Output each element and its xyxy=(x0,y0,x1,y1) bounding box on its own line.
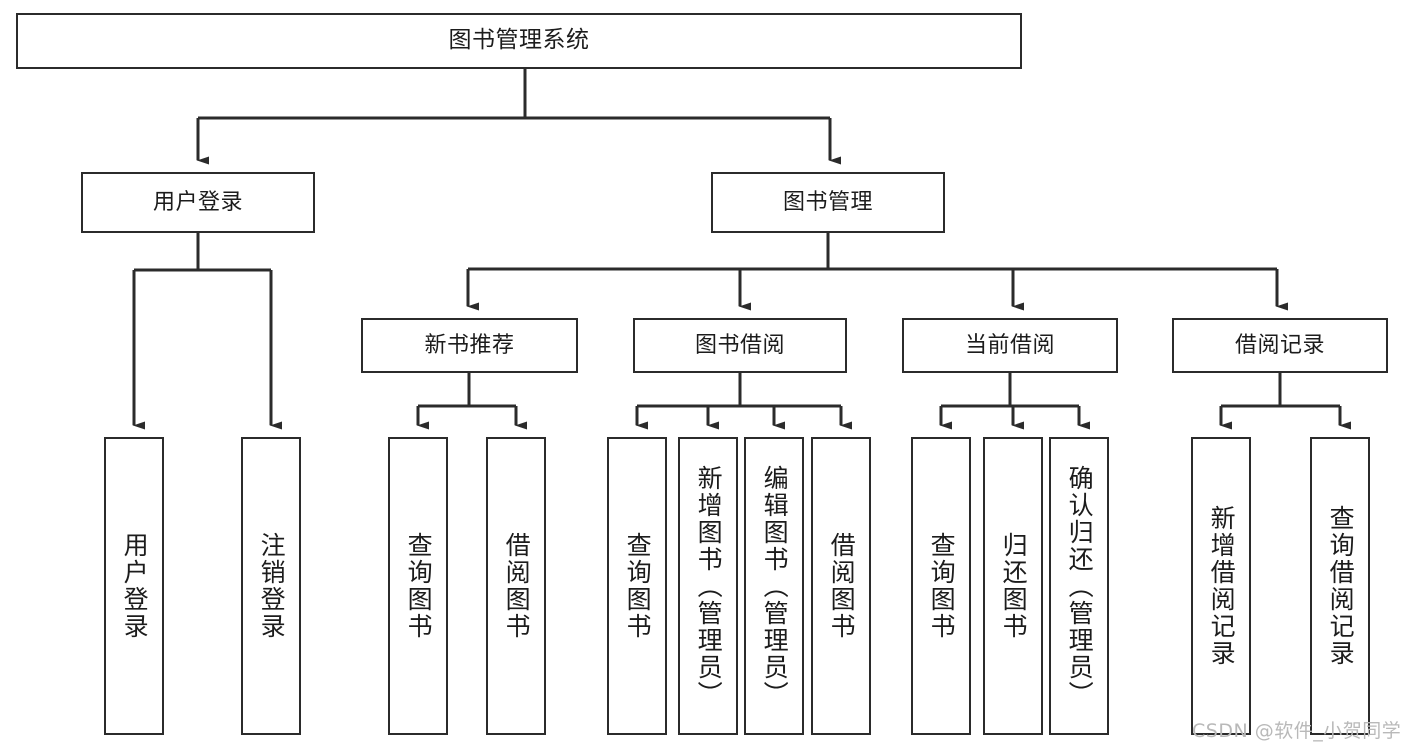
node-leaf-user-login[interactable]: 用户登录 xyxy=(104,437,164,735)
node-leaf-borrow-book-recommendation[interactable]: 借阅图书 xyxy=(486,437,546,735)
node-label: 查询借阅记录 xyxy=(1326,505,1356,667)
node-leaf-confirm-return-admin[interactable]: 确认归还（管理员） xyxy=(1049,437,1109,735)
node-label: 编辑图书（管理员） xyxy=(760,464,790,708)
node-label: 查询图书 xyxy=(927,532,957,640)
node-l3-book-borrow[interactable]: 图书借阅 xyxy=(633,318,847,373)
node-l3-borrow-records[interactable]: 借阅记录 xyxy=(1172,318,1388,373)
node-label: 借阅记录 xyxy=(1234,332,1325,358)
node-l2-book-management[interactable]: 图书管理 xyxy=(711,172,945,233)
node-label: 图书管理 xyxy=(782,189,873,215)
node-label: 借阅图书 xyxy=(502,532,532,640)
node-label: 新增借阅记录 xyxy=(1207,505,1237,667)
node-label: 新增图书（管理员） xyxy=(694,464,724,708)
node-leaf-return-book[interactable]: 归还图书 xyxy=(983,437,1043,735)
node-label: 当前借阅 xyxy=(964,332,1055,358)
node-leaf-borrow-book[interactable]: 借阅图书 xyxy=(811,437,871,735)
node-label: 新书推荐 xyxy=(424,332,515,358)
node-leaf-query-book-recommendation[interactable]: 查询图书 xyxy=(388,437,448,735)
node-leaf-edit-book-admin[interactable]: 编辑图书（管理员） xyxy=(744,437,804,735)
node-root-book-management-system[interactable]: 图书管理系统 xyxy=(16,13,1022,69)
node-leaf-add-borrow-record[interactable]: 新增借阅记录 xyxy=(1191,437,1251,735)
node-l2-user-login[interactable]: 用户登录 xyxy=(81,172,315,233)
csdn-watermark: CSDN @软件_小贺同学 xyxy=(1192,720,1402,742)
node-leaf-add-book-admin[interactable]: 新增图书（管理员） xyxy=(678,437,738,735)
node-label: 用户登录 xyxy=(152,189,243,215)
node-label: 用户登录 xyxy=(120,532,150,640)
node-label: 归还图书 xyxy=(999,532,1029,640)
node-label: 查询图书 xyxy=(623,532,653,640)
node-l3-new-book-recommendation[interactable]: 新书推荐 xyxy=(361,318,578,373)
node-leaf-query-borrow-record[interactable]: 查询借阅记录 xyxy=(1310,437,1370,735)
node-label: 借阅图书 xyxy=(827,532,857,640)
node-label: 注销登录 xyxy=(257,532,287,640)
node-leaf-query-book-current[interactable]: 查询图书 xyxy=(911,437,971,735)
node-leaf-query-book-borrow[interactable]: 查询图书 xyxy=(607,437,667,735)
node-leaf-logout[interactable]: 注销登录 xyxy=(241,437,301,735)
node-l3-current-borrow[interactable]: 当前借阅 xyxy=(902,318,1118,373)
node-label: 图书借阅 xyxy=(694,332,785,358)
node-label: 图书管理系统 xyxy=(448,27,590,54)
node-label: 查询图书 xyxy=(404,532,434,640)
node-label: 确认归还（管理员） xyxy=(1065,464,1095,708)
